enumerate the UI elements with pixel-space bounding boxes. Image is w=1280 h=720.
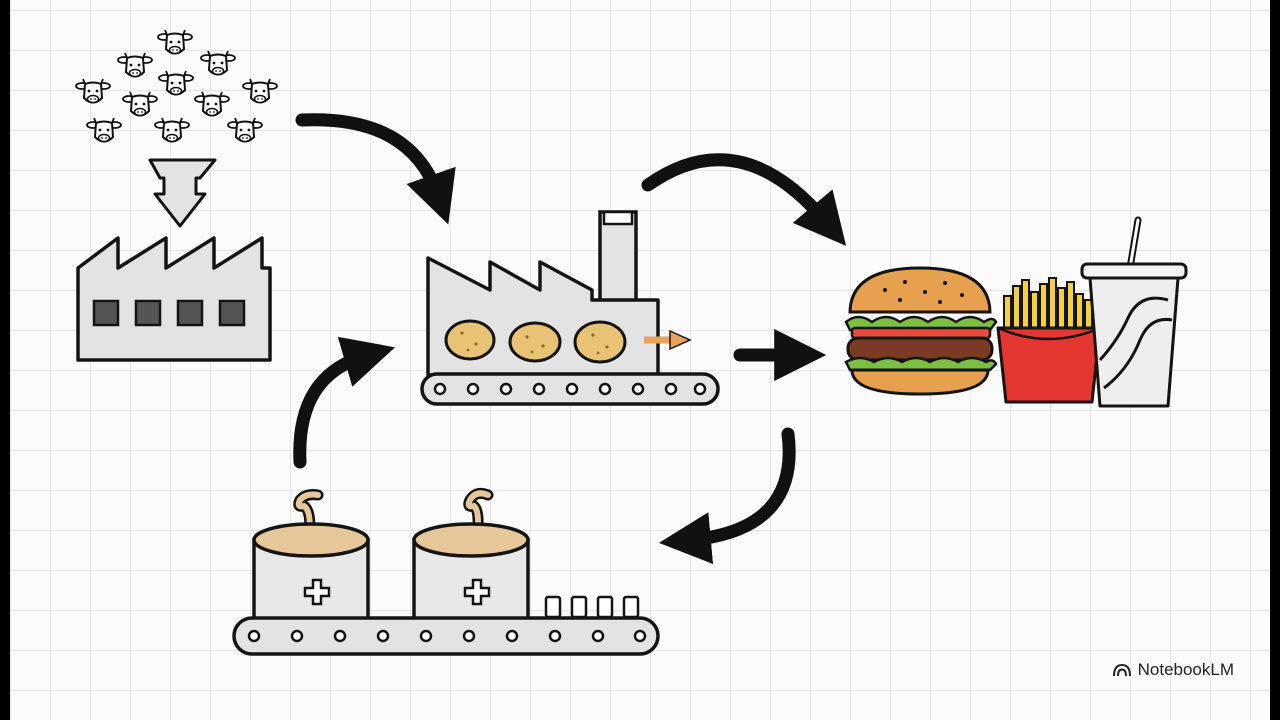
brand-watermark: NotebookLM bbox=[1112, 660, 1234, 680]
brand-name: NotebookLM bbox=[1137, 660, 1234, 679]
patty-factory-icon bbox=[420, 210, 720, 406]
burger-fries-drink-icon bbox=[844, 216, 1188, 408]
notebooklm-logo-icon bbox=[1112, 663, 1131, 677]
arrow-meal-to-mixers bbox=[658, 427, 796, 564]
fries-icon bbox=[996, 277, 1102, 404]
mixing-vats-conveyor-icon bbox=[232, 487, 660, 656]
drink-cup-icon bbox=[1080, 216, 1188, 408]
burger-icon bbox=[844, 266, 998, 396]
down-arrow-icon bbox=[148, 158, 217, 228]
cow-herd-icon bbox=[75, 29, 278, 143]
arrow-factory-to-meal bbox=[641, 153, 847, 246]
arrow-mixers-to-factory bbox=[293, 336, 395, 469]
factory-icon bbox=[76, 236, 272, 362]
arrow-cows-to-factory bbox=[295, 113, 456, 225]
